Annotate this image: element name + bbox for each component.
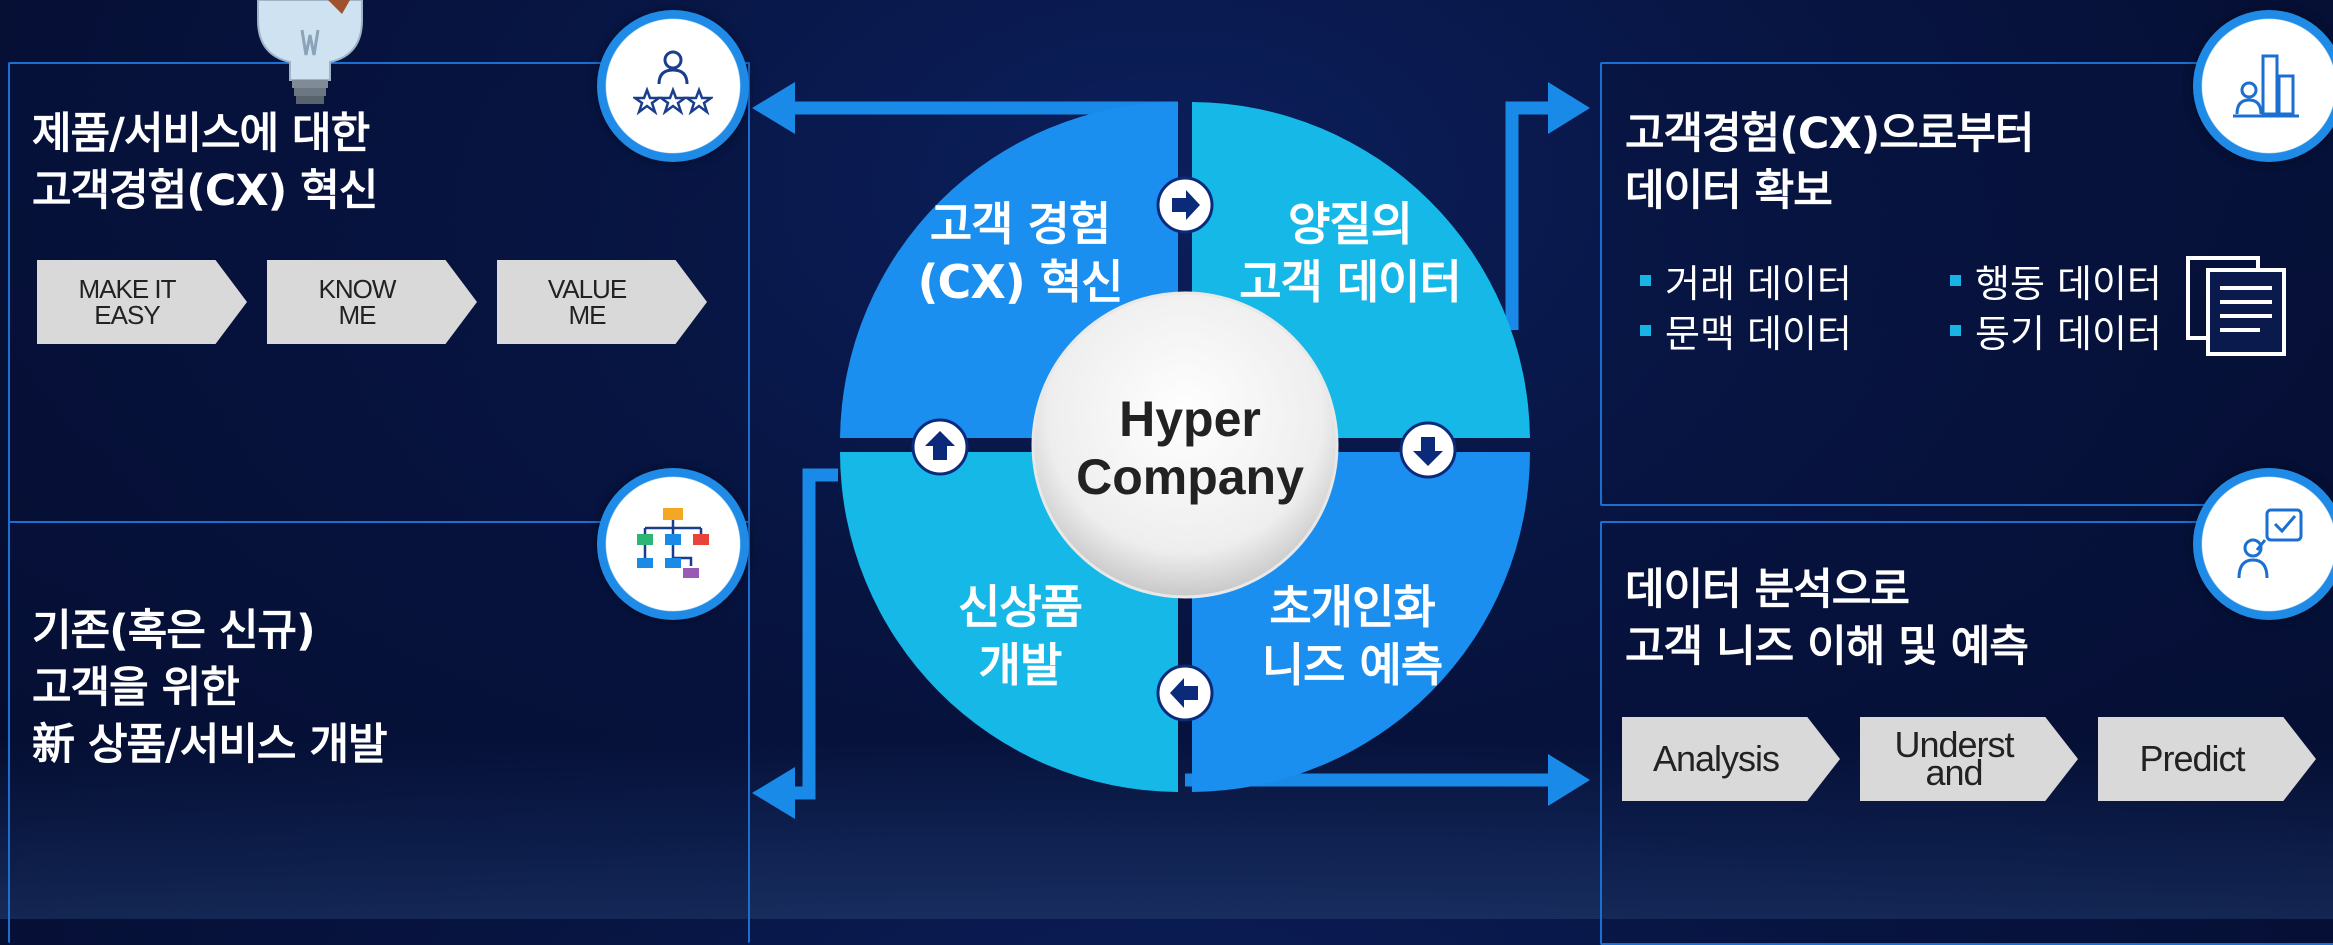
arrow-head-left-bottom [752,767,795,819]
bullet-icon [1640,324,1651,336]
quadrant-label-quality-data: 양질의 고객 데이터 [1239,197,1462,309]
quadrant-label-prediction: 초개인화 니즈 예측 [1261,580,1443,692]
list-item: 동기 데이터 [1950,303,2200,358]
bar-chart-person-icon [2193,10,2333,162]
bullet-icon [1950,324,1961,336]
panel-title-data-acquisition: 고객경험(CX)으로부터 데이터 확보 [1625,109,2034,216]
quadrant-label-cx-innovation: 고객 경험 (CX) 혁신 [917,197,1124,309]
arrow-head-left-top [752,82,795,134]
list-item: 행동 데이터 [1950,253,2200,308]
bullet-icon [1950,274,1961,286]
light-bulb-icon [257,0,363,104]
org-chart-icon [597,468,749,620]
direction-arrow-up-icon [911,418,969,476]
step-label: VALUE ME [547,274,627,330]
cycle-diagram [752,82,1590,819]
panel-title-new-product: 기존(혹은 신규) 고객을 위한 新 상품/서비스 개발 [32,606,388,770]
arrow-to-product-panel [770,468,838,800]
center-title: Hyper Company [1076,391,1304,505]
list-item: 거래 데이터 [1640,253,1890,308]
direction-arrow-left-icon [1156,664,1214,722]
panel-title-cx-innovation: 제품/서비스에 대한 고객경험(CX) 혁신 [32,109,378,216]
star-rating-person-icon [597,10,749,162]
step-label: Analysis [1652,738,1780,779]
arrow-heads [752,82,1590,819]
center-circle [1031,291,1339,599]
step-label: KNOW ME [318,274,397,330]
step-label: MAKE IT EASY [78,274,176,330]
list-item: 문맥 데이터 [1640,303,1890,358]
direction-arrow-right-icon [1156,176,1214,234]
step-know-me: KNOW ME [267,260,477,344]
step-make-it-easy: MAKE IT EASY [37,260,247,344]
document-stack-icon [2186,256,2286,356]
arrow-head-right-top [1548,82,1590,134]
quadrant-label-new-product: 신상품 개발 [958,580,1083,692]
step-value-me: VALUE ME [497,260,707,344]
arrow-to-data-panel [1505,101,1560,330]
direction-arrow-down-icon [1399,421,1457,479]
step-analysis: Analysis [1622,717,1840,801]
step-label: Underst and [1894,724,2014,793]
step-understand: Underst and [1860,717,2078,801]
panel-title-data-analysis: 데이터 분석으로 고객 니즈 이해 및 예측 [1625,565,2029,672]
step-label: Predict [2139,738,2245,779]
checklist-person-icon [2193,468,2333,620]
arrow-head-right-bottom [1548,754,1590,806]
data-type-list: 거래 데이터 행동 데이터 문맥 데이터 동기 데이터 [1640,253,2200,358]
bullet-icon [1640,274,1651,286]
step-predict: Predict [2098,717,2316,801]
